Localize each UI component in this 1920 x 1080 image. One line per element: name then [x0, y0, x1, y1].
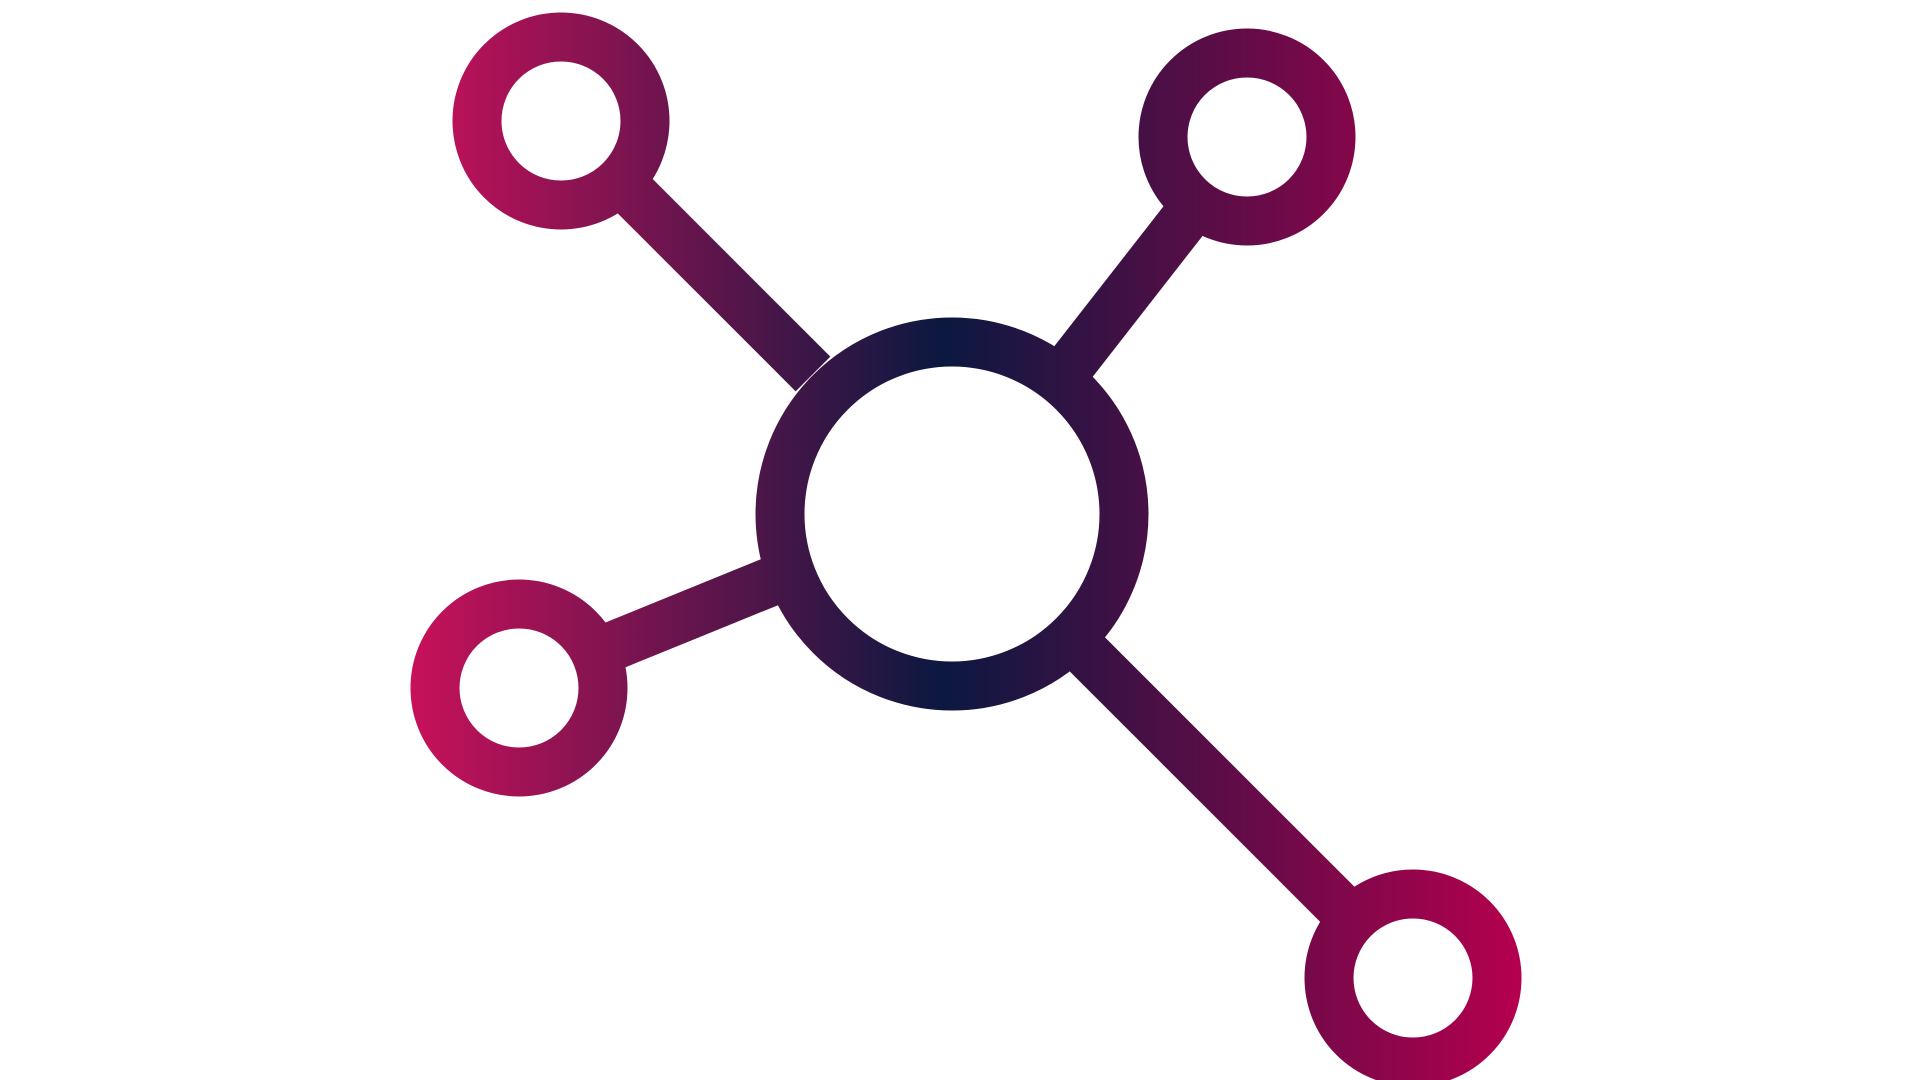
connector-left	[593, 559, 780, 673]
node-top-right	[1138, 28, 1356, 246]
node-top-left	[452, 12, 670, 230]
node-bottom-right	[1304, 869, 1522, 1080]
connector-top-left	[616, 177, 831, 392]
connector-bottom-right	[1065, 632, 1356, 923]
central-node	[755, 317, 1149, 711]
connector-top-right	[1050, 200, 1207, 382]
node-left	[410, 579, 628, 797]
